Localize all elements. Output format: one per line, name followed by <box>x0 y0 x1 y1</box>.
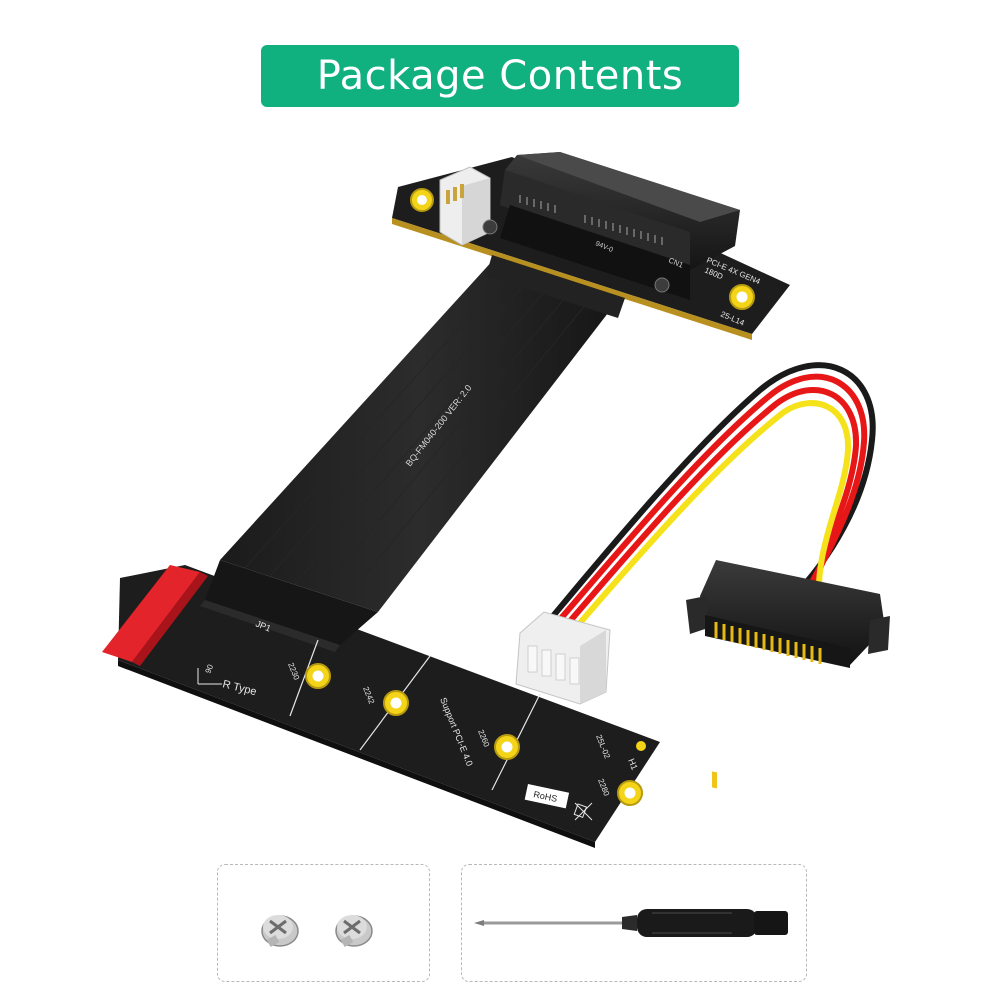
m2-label-angle: 90 <box>204 663 216 675</box>
power-wire-black <box>545 362 876 625</box>
ribbon-cable: BQ-FM040-200 VER: 2.0 <box>220 255 625 612</box>
weee-bin-icon <box>573 802 593 821</box>
power-header <box>439 166 491 246</box>
m2-label-h1: H1 <box>626 757 640 771</box>
m2-adapter-board: JP1 90 R Type 2230 2242 Support PCI-E 4.… <box>102 560 660 848</box>
rohs-label: RoHS <box>524 783 570 809</box>
screwdriver-icon <box>474 909 788 937</box>
screw <box>261 915 299 947</box>
screw <box>335 915 373 947</box>
molex-4pin-connector <box>515 611 611 705</box>
power-wire-yellow <box>569 400 852 635</box>
svg-text:RoHS: RoHS <box>533 789 559 804</box>
product-illustration: 94V-0 CN1 PCI-E 4X GEN4 180D 25-L14 BQ-F… <box>102 152 890 848</box>
power-wire-red <box>561 386 860 631</box>
sata-power-cable <box>515 362 890 789</box>
page-title: Package Contents <box>261 45 739 107</box>
screws-box <box>217 864 430 982</box>
pcie-slot <box>482 152 740 300</box>
m2-gold-edge <box>102 565 200 662</box>
phillips-screw-icon <box>261 915 373 947</box>
led-indicator <box>636 741 646 751</box>
screwdriver-box <box>461 864 807 982</box>
sata-power-connector <box>686 560 890 789</box>
power-wire-red <box>553 373 868 627</box>
screw-head <box>654 277 670 293</box>
screw-head <box>482 219 498 235</box>
pcie-x4-board: 94V-0 CN1 PCI-E 4X GEN4 180D 25-L14 <box>392 152 790 340</box>
